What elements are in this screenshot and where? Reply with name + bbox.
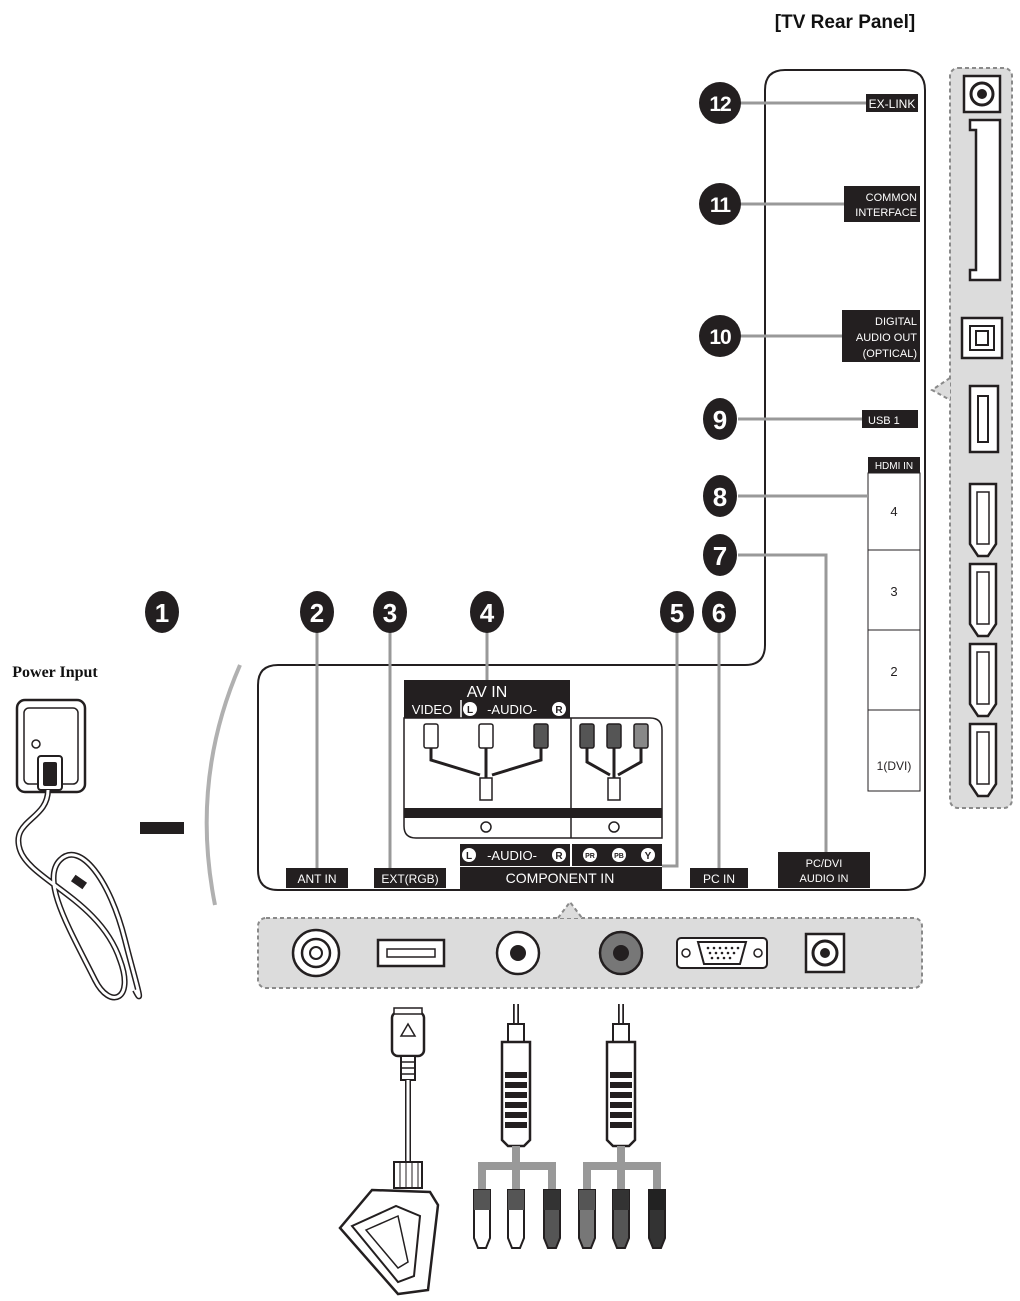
component-3-5mm-cable-icon [578, 1004, 666, 1249]
callout-9: 9 [713, 405, 727, 435]
hdmi-in-label-bg [868, 457, 920, 473]
av-in-label: AV IN [467, 684, 508, 701]
hdmi-port-icon [968, 562, 998, 638]
pc-dvi-audio-in-label-bg [778, 852, 870, 888]
av-in-subheader-bg [404, 700, 570, 718]
digital-audio-out-line1: DIGITAL [875, 316, 917, 328]
component-audio-label-bg [460, 844, 570, 866]
component-audio-l-badge: L [466, 851, 472, 862]
diagram-title: [TV Rear Panel] [775, 12, 915, 33]
callout-3: 3 [383, 598, 397, 628]
callout-4: 4 [480, 598, 495, 628]
av-jack-icon [495, 930, 541, 976]
usb-label-bg [862, 410, 918, 428]
vga-port-icon [676, 937, 768, 969]
power-input-label: Power Input [12, 664, 98, 681]
leader-lines-bottom [315, 630, 721, 868]
side-ex-link-port-icon [962, 74, 1002, 114]
component-audio-label: -AUDIO- [487, 848, 537, 863]
component-in-label: COMPONENT IN [506, 870, 615, 886]
hdmi-port-icon [968, 642, 998, 718]
side-common-interface-slot-icon [968, 118, 1002, 282]
pc-audio-port-icon [804, 932, 846, 974]
hdmi-port-1-dvi: 1(DVI) [877, 759, 912, 773]
hdmi-in-label: HDMI IN [875, 461, 913, 472]
power-plug-icon [15, 698, 143, 1001]
callout-11: 11 [710, 194, 732, 217]
component-audio-r-badge: R [555, 851, 563, 862]
callout-8: 8 [713, 482, 727, 512]
ant-port-icon [291, 928, 341, 978]
av-component-inner-box [403, 717, 663, 839]
side-optical-port-icon [960, 316, 1004, 360]
callout-7: 7 [713, 541, 727, 571]
pc-dvi-audio-in-line1: PC/DVI [806, 858, 843, 870]
component-cable-icon [579, 723, 649, 833]
wall-curve [204, 664, 242, 906]
side-panel-pointer [930, 377, 951, 401]
component-in-label-bg [460, 867, 662, 889]
ex-link-label-bg [866, 94, 918, 112]
scart-cable-icon [338, 1007, 440, 1296]
component-jack-icon [598, 930, 644, 976]
ex-link-label: EX-LINK [869, 97, 916, 111]
hdmi-port-2: 2 [890, 664, 897, 679]
pr-badge: PR [585, 853, 595, 860]
callout-2: 2 [310, 598, 324, 628]
scart-port-icon [376, 938, 446, 968]
audio-r-badge: R [555, 705, 563, 716]
pc-dvi-audio-in-line2: AUDIO IN [800, 873, 849, 885]
y-badge: Y [645, 851, 652, 862]
bottom-port-panel [257, 917, 923, 989]
pb-badge: PB [614, 853, 624, 860]
hdmi-port-3: 3 [890, 584, 897, 599]
pc-in-label-bg [690, 868, 748, 888]
power-slot-marker [140, 822, 184, 834]
bottom-panel-pointer [557, 900, 583, 919]
video-label: VIDEO [412, 702, 452, 717]
ext-rgb-label: EXT(RGB) [381, 872, 438, 886]
pc-in-label: PC IN [703, 872, 735, 886]
hdmi-port-icon [968, 722, 998, 798]
callout-1: 1 [155, 598, 169, 628]
side-hdmi-ports [968, 482, 998, 798]
callout-6: 6 [712, 598, 726, 628]
callouts: 1 2 3 4 5 6 7 8 9 10 11 12 [145, 82, 741, 633]
callout-10: 10 [709, 326, 731, 349]
av-audio-label: -AUDIO- [487, 702, 537, 717]
leader-lines-right [738, 101, 868, 852]
hdmi-port-4: 4 [890, 504, 897, 519]
callout-5: 5 [670, 598, 684, 628]
common-interface-label-bg [844, 186, 920, 222]
av-cable-icon [423, 723, 549, 833]
ext-rgb-label-bg [374, 868, 446, 888]
audio-l-badge: L [467, 705, 473, 716]
digital-audio-out-line3: (OPTICAL) [863, 348, 917, 360]
common-interface-label-line2: INTERFACE [855, 207, 917, 219]
callout-12: 12 [709, 93, 731, 116]
hdmi-in-block [867, 472, 921, 792]
digital-audio-out-label-bg [842, 310, 920, 362]
digital-audio-out-line2: AUDIO OUT [856, 332, 917, 344]
ant-in-label-bg [286, 868, 348, 888]
av-in-header-bg [404, 680, 570, 700]
hdmi-port-icon [968, 482, 998, 558]
common-interface-label-line1: COMMON [866, 192, 917, 204]
side-usb-port-icon [968, 384, 1000, 454]
ant-in-label: ANT IN [297, 872, 336, 886]
usb-label: USB 1 [868, 415, 900, 427]
av-3-5mm-cable-icon [473, 1004, 561, 1249]
